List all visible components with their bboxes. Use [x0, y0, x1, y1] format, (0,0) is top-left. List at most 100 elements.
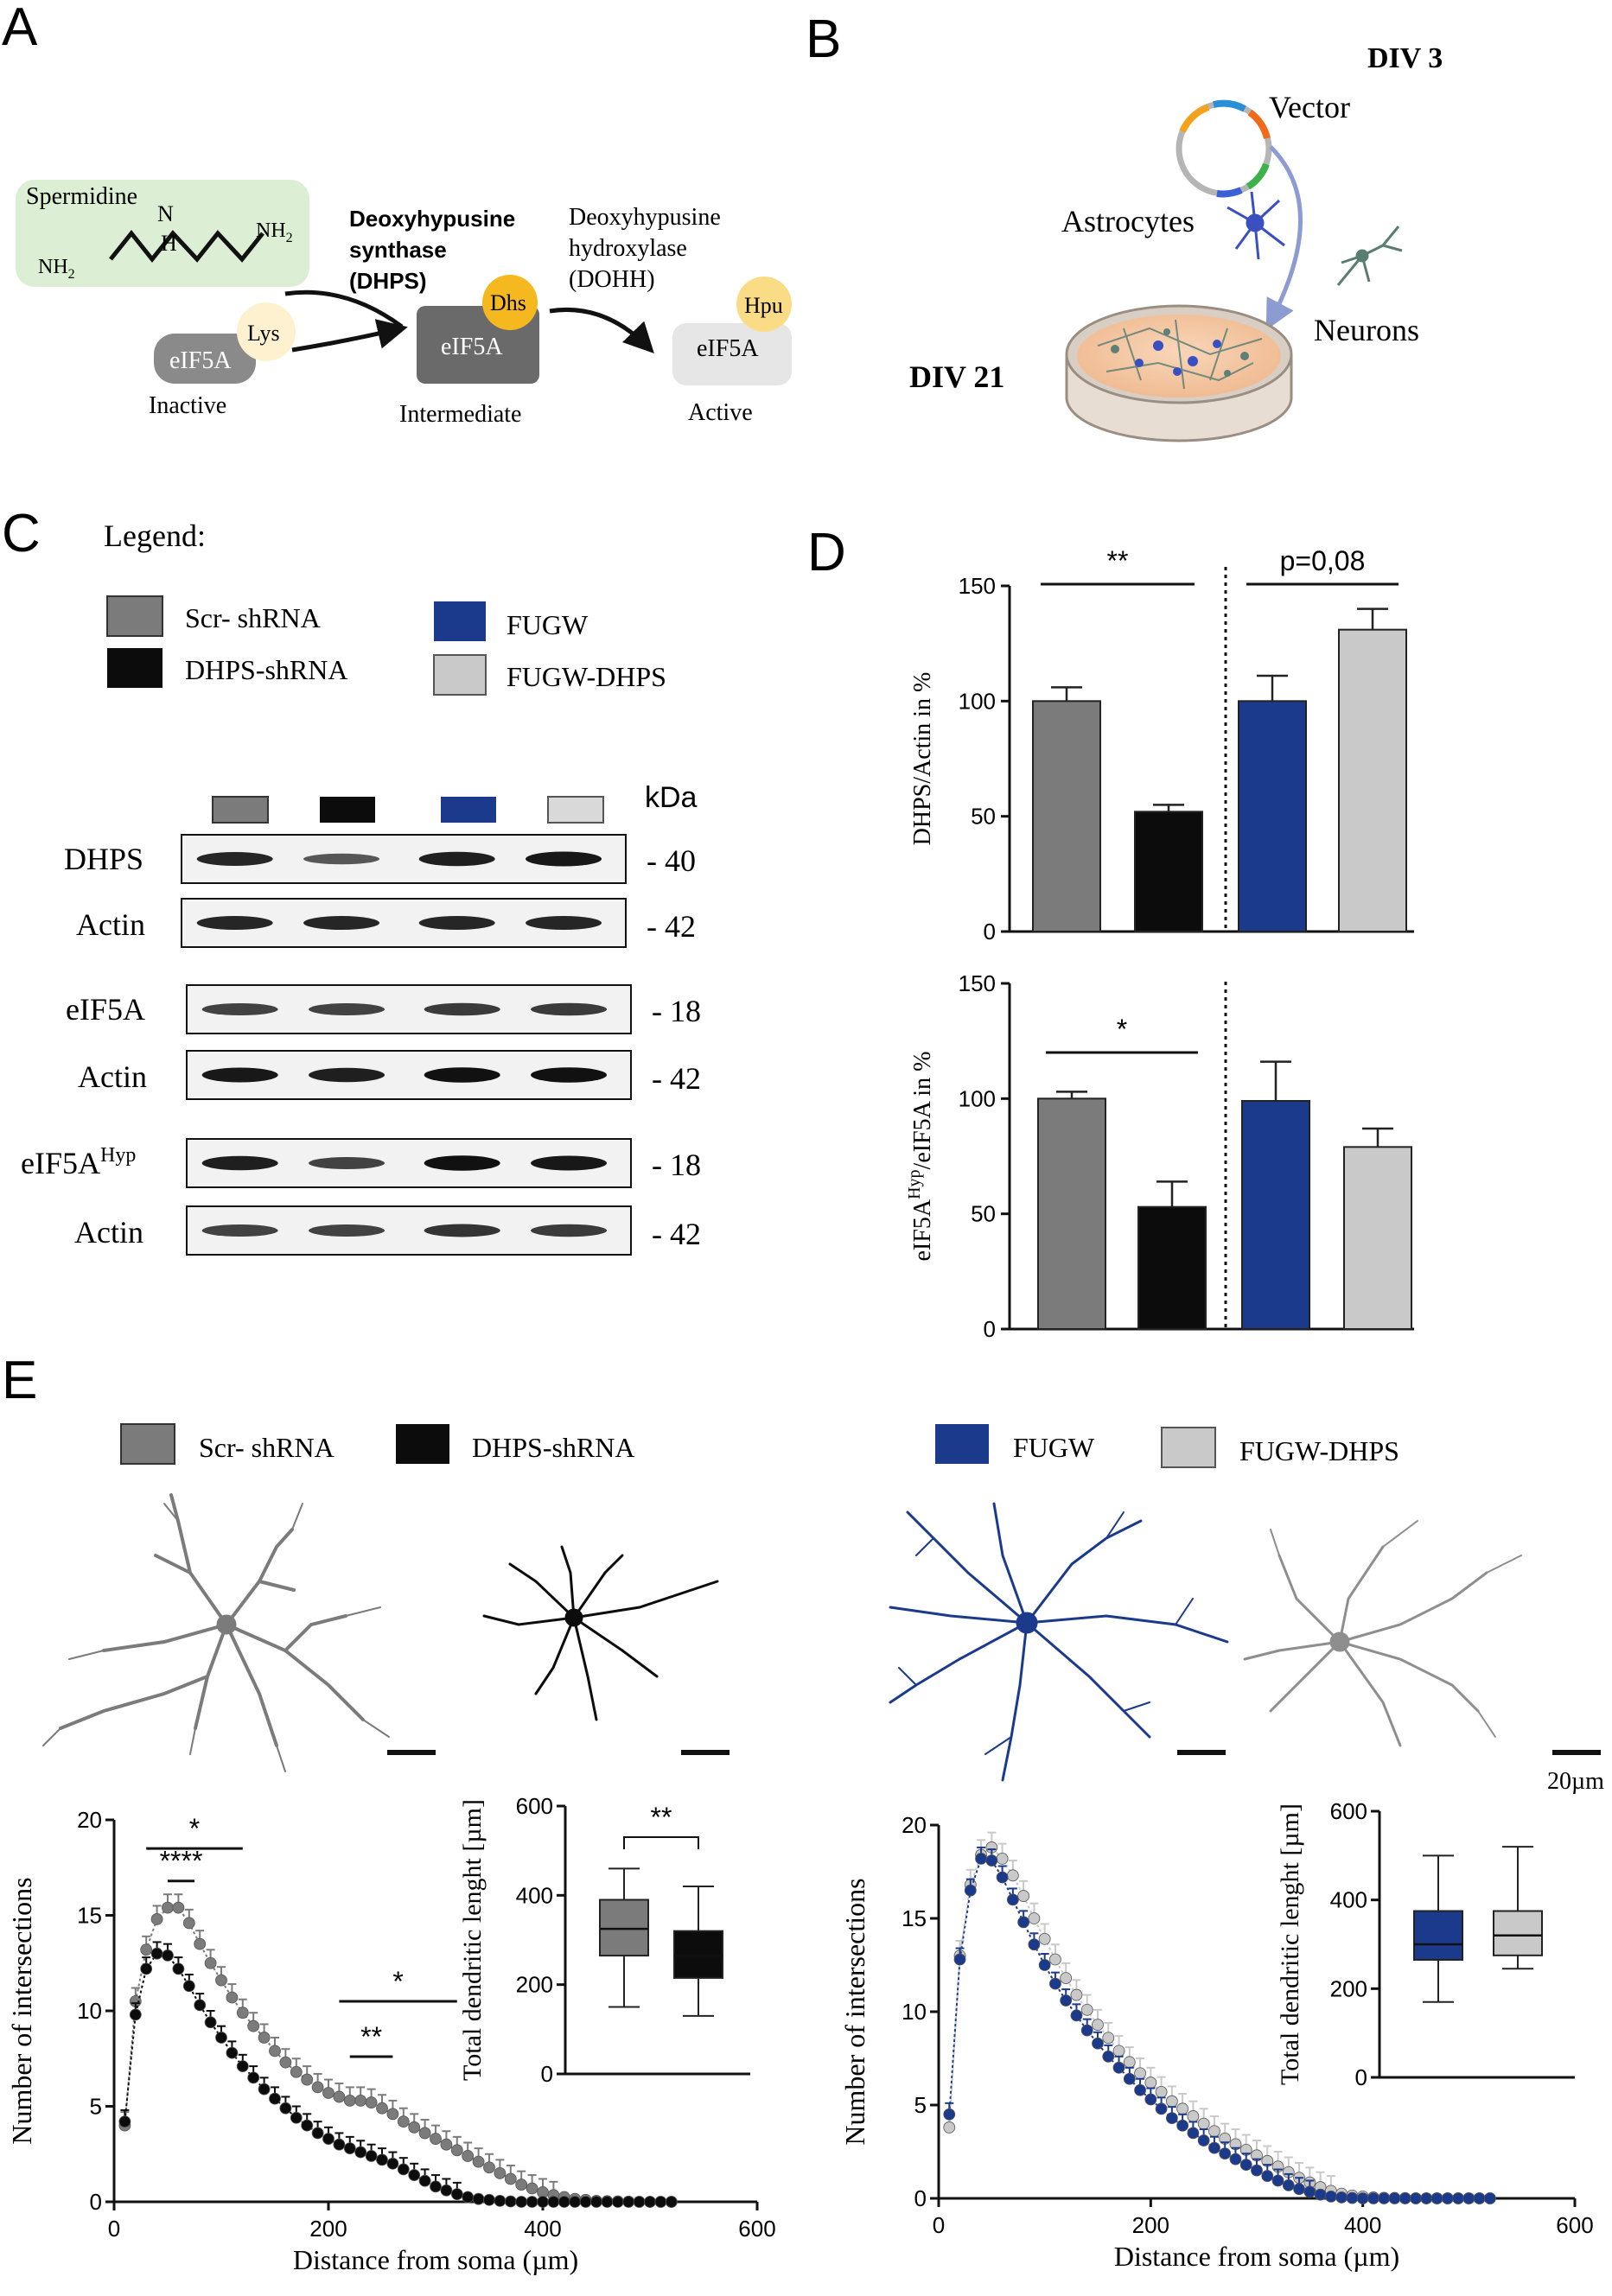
data-point: [258, 2032, 271, 2044]
enzyme1-line1: Deoxyhypusine: [349, 206, 515, 232]
bar: [1343, 1146, 1412, 1331]
blot-band: [303, 853, 380, 865]
panel-c-letter: C: [2, 504, 41, 563]
data-point: [1293, 2183, 1305, 2196]
data-point: [365, 2096, 378, 2108]
blot-mw: - 40: [647, 843, 696, 878]
data-point: [622, 2196, 635, 2208]
blot-band: [424, 1067, 500, 1083]
blot-3: Actin - 42: [78, 1050, 701, 1100]
legend-swatch-fugw: [434, 601, 486, 641]
significance-label: **: [360, 2021, 382, 2052]
blot-label: Actin: [78, 1059, 147, 1094]
blot-band: [531, 1155, 608, 1171]
blot-band: [309, 1067, 385, 1083]
data-point: [343, 2094, 356, 2107]
data-point: [204, 2016, 217, 2029]
data-point: [1017, 1890, 1030, 1902]
data-point: [1239, 2159, 1252, 2172]
inactive-label: Inactive: [149, 392, 226, 419]
blot-band: [303, 916, 380, 930]
enzyme1-line2: synthase: [349, 237, 447, 263]
blot-band: [418, 916, 495, 930]
y-tick-label: 0: [914, 2185, 927, 2211]
data-point: [1144, 2077, 1157, 2089]
data-point: [1060, 1972, 1073, 1985]
data-point: [247, 2071, 260, 2084]
y-tick-label: 15: [902, 1905, 927, 1931]
blot-mw: - 42: [652, 1061, 701, 1096]
data-point: [654, 2196, 667, 2208]
x-tick-label: 600: [738, 2216, 775, 2242]
e-legend-swatch-fugw: [935, 1424, 989, 1464]
data-point: [483, 2161, 495, 2174]
data-point: [1112, 2061, 1125, 2074]
e-legend-label-fugw-dhps: FUGW-DHPS: [1239, 1435, 1399, 1466]
data-point: [1335, 2191, 1348, 2204]
blot-band: [424, 1002, 500, 1016]
blot-band: [201, 1067, 278, 1083]
data-point: [1282, 2178, 1295, 2191]
bar: [1037, 1097, 1106, 1331]
data-point: [215, 2032, 227, 2044]
kda-label: kDa: [645, 781, 698, 814]
lane-marker-fugw: [441, 797, 496, 823]
data-point: [1006, 1893, 1019, 1906]
blot-2: eIF5A- 18: [66, 984, 701, 1034]
data-point: [644, 2196, 656, 2208]
panel-a-letter: A: [2, 0, 38, 57]
data-point: [1356, 2192, 1369, 2204]
active-label: Active: [688, 399, 753, 426]
neuron-tracing-fugw-dhps: [1243, 1520, 1522, 1747]
vector-label: Vector: [1269, 90, 1350, 124]
blot-band: [201, 1003, 278, 1015]
blot-label: Actin: [74, 1215, 143, 1250]
data-point: [472, 2192, 485, 2205]
data-point: [1165, 2095, 1178, 2108]
data-point: [537, 2196, 549, 2208]
data-point: [985, 1854, 998, 1867]
data-point: [494, 2166, 507, 2179]
neuron-icon: [1336, 226, 1403, 286]
eif5a-inactive-box: [154, 334, 256, 384]
y-tick-label: 10: [902, 1999, 927, 2025]
significance-label: **: [1107, 545, 1129, 576]
blot-label: eIF5AHyp: [21, 1144, 136, 1180]
bar: [1241, 1100, 1310, 1330]
data-point: [462, 2191, 475, 2204]
data-point: [1187, 2110, 1200, 2122]
data-point: [1049, 1953, 1061, 1966]
data-point: [172, 1901, 185, 1914]
blot-4: eIF5AHyp- 18: [21, 1138, 701, 1188]
data-point: [140, 1943, 153, 1956]
lys-circle: [237, 302, 296, 361]
data-point: [1028, 1912, 1041, 1924]
data-point: [1187, 2127, 1200, 2140]
panel-a: A Spermidine N H NH2 NH2 eIF5A Lys Inact…: [2, 0, 792, 428]
astrocyte-icon: [1227, 191, 1285, 260]
data-point: [236, 2007, 249, 2019]
data-point: [194, 1999, 207, 2012]
data-point: [162, 1901, 174, 1914]
box: [599, 1898, 649, 1957]
data-point: [1452, 2192, 1464, 2204]
data-point: [601, 2196, 614, 2208]
y-axis-label: eIF5AHyp/eIF5A in %: [905, 1052, 936, 1262]
e-legend-swatch-dhps-shrna: [396, 1424, 449, 1464]
y-tick-label: 5: [914, 2092, 927, 2118]
data-point: [504, 2195, 517, 2208]
data-point: [504, 2172, 517, 2185]
box: [1493, 1910, 1543, 1956]
data-point: [1197, 2134, 1210, 2147]
data-point: [440, 2184, 453, 2197]
data-point: [996, 1871, 1009, 1884]
neuron-tracing-fugw: [889, 1502, 1229, 1782]
data-point: [450, 2144, 463, 2157]
e-legend-label-scr: Scr- shRNA: [199, 1432, 335, 1463]
y-tick-label: 50: [971, 804, 996, 830]
data-point: [1006, 1869, 1019, 1882]
blot-label: eIF5A: [66, 992, 145, 1027]
blot-mw: - 42: [652, 1217, 701, 1251]
data-point: [1430, 2192, 1443, 2204]
